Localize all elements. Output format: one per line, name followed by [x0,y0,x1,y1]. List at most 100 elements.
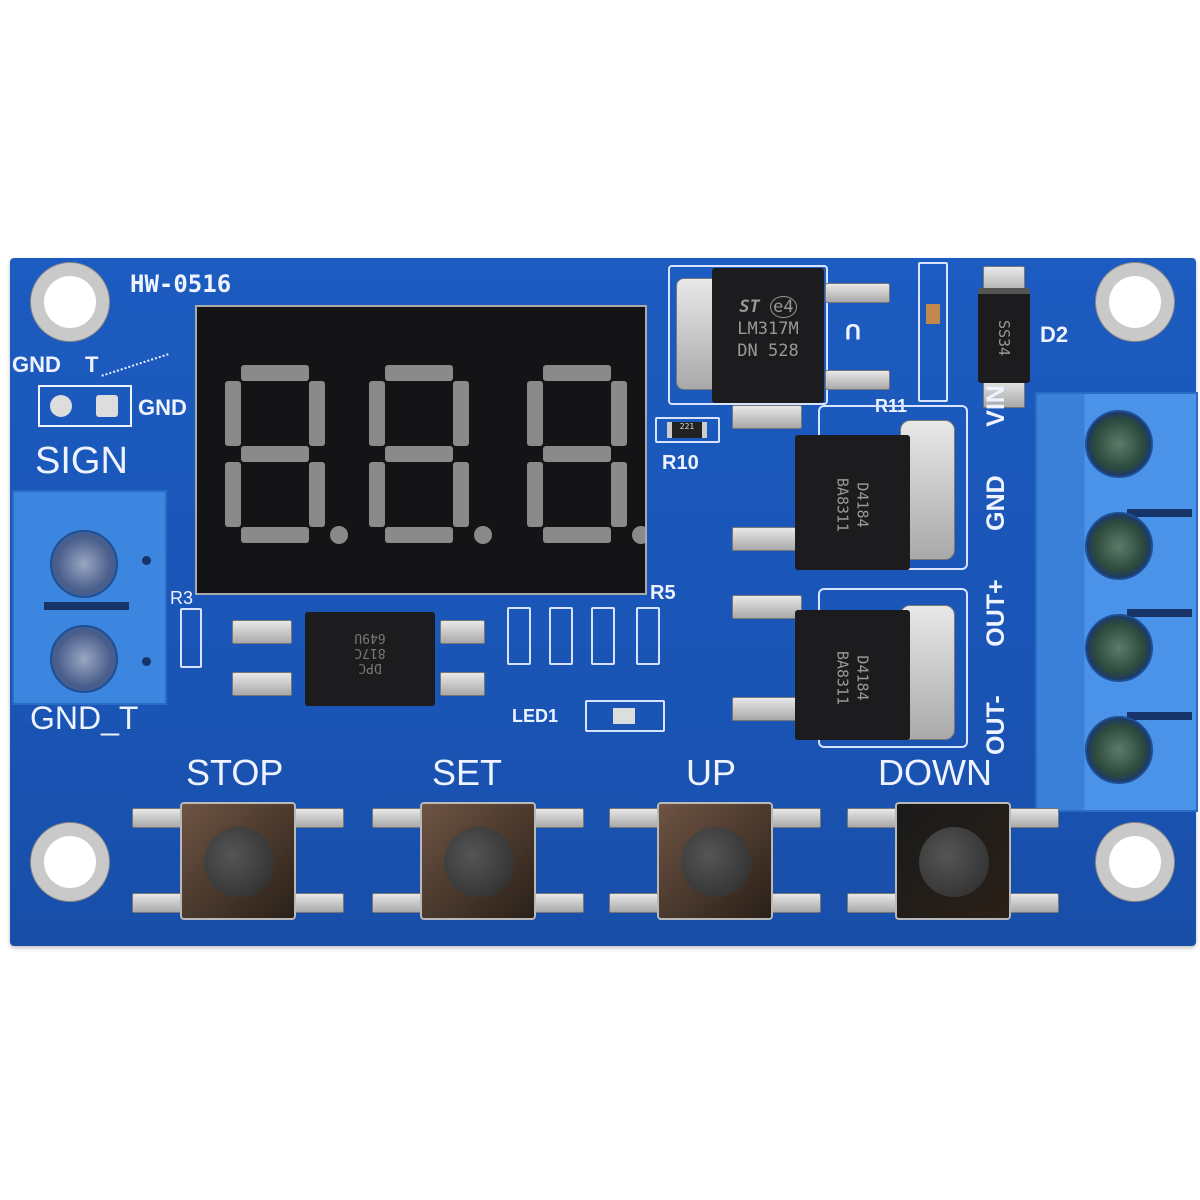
digit-1-segment-d [241,527,309,543]
up-label: UP [686,752,737,793]
button-pad [769,808,821,828]
pad [732,527,802,551]
button-pad [769,893,821,913]
led-lens [613,708,635,724]
digit-2-segment-a [385,365,453,381]
header-pin [96,395,118,417]
button-cap [444,827,514,897]
screw-gnd[interactable] [50,625,118,693]
optocoupler-chip: DPC 817C 649U [305,612,435,706]
ss34-diode: SS34 [978,288,1030,383]
power-terminal-labels: VIN GND OUT+ OUT- [982,385,1012,755]
pad [232,620,292,644]
lm317-chip: ST e4 LM317M DN 528 [712,268,824,403]
digit-3-segment-e [527,462,543,527]
mosfet-line2: BA8311 [833,477,852,533]
digit-3-segment-b [611,381,627,446]
sign-label: SIGN [35,440,128,482]
button-pad [532,808,584,828]
screw-out-minus[interactable] [1085,716,1153,784]
terminal-divider [1127,712,1192,720]
diode-marking: SS34 [995,319,1013,357]
e4-mark: e4 [770,296,797,318]
mounting-hole [30,822,110,902]
opto-line2: 817C [354,645,386,660]
up-button[interactable] [657,802,773,920]
digit-2-decimal-point [474,526,492,544]
resistor [591,607,615,665]
button-cap [204,827,274,897]
down-label: DOWN [878,752,992,793]
set-button[interactable] [420,802,536,920]
regulator-outline [668,265,828,405]
pad [232,672,292,696]
digit-3-segment-a [543,365,611,381]
digit-2-segment-e [369,462,385,527]
stop-button[interactable] [180,802,296,920]
digit-2-segment-d [385,527,453,543]
button-pad [1007,893,1059,913]
button-pad [847,808,899,828]
resistor [636,607,660,665]
resistor [549,607,573,665]
vin-label: VIN [982,385,1010,427]
mosfet-line1: D4184 [853,482,872,528]
pad [825,283,890,303]
header-t-label: T [85,352,99,377]
out-plus-label: OUT+ [982,579,1010,647]
digit-3-segment-d [543,527,611,543]
pad [440,620,485,644]
gnd-t-label: GND_T [30,700,139,736]
mounting-hole [1095,262,1175,342]
screw-sign[interactable] [50,530,118,598]
led1 [585,700,665,732]
header-gnd2-label: GND [138,395,187,420]
digit-1-segment-f [225,381,241,446]
digit-2-segment-c [453,462,469,527]
mounting-hole [30,262,110,342]
mosfet-2: D4184 BA8311 [795,610,910,740]
u-label: U [845,319,861,344]
pad [732,405,802,429]
button-pad [292,893,344,913]
down-button[interactable] [895,802,1011,920]
button-pad [847,893,899,913]
terminal-divider [1127,609,1192,617]
screw-out-plus[interactable] [1085,614,1153,682]
button-pad [372,893,424,913]
screw-vin[interactable] [1085,410,1153,478]
signal-header[interactable] [38,385,132,427]
mosfet-line2: BA8311 [833,650,852,706]
led1-label: LED1 [512,706,559,726]
regulator-line2: DN 528 [737,341,799,361]
digit-1-segment-g [241,446,309,462]
digit-1-segment-c [309,462,325,527]
regulator-line1: LM317M [737,319,799,339]
mounting-hole [1095,822,1175,902]
seven-segment-display [195,305,650,595]
mosfet-line1: D4184 [853,655,872,701]
r10-label: R10 [662,452,699,474]
digit-1-segment-e [225,462,241,527]
opto-line1: DPC [358,660,382,675]
pad [440,672,485,696]
button-cap [919,827,989,897]
button-pad [609,893,661,913]
terminal-divider [44,602,129,610]
digit-2-segment-g [385,446,453,462]
pad [732,697,802,721]
terminal-dot [142,556,151,565]
d2-label: D2 [1040,322,1069,347]
terminal-divider [1127,509,1192,517]
resistor-code: 221 [667,422,707,438]
mosfet-1: D4184 BA8311 [795,435,910,570]
screw-gnd[interactable] [1085,512,1153,580]
button-pad [532,893,584,913]
out-minus-label: OUT- [982,695,1010,755]
digit-2-segment-b [453,381,469,446]
digit-2-segment-f [369,381,385,446]
digit-1-decimal-point [330,526,348,544]
st-logo: ST [739,297,760,317]
button-pad [609,808,661,828]
terminal-dot [142,657,151,666]
